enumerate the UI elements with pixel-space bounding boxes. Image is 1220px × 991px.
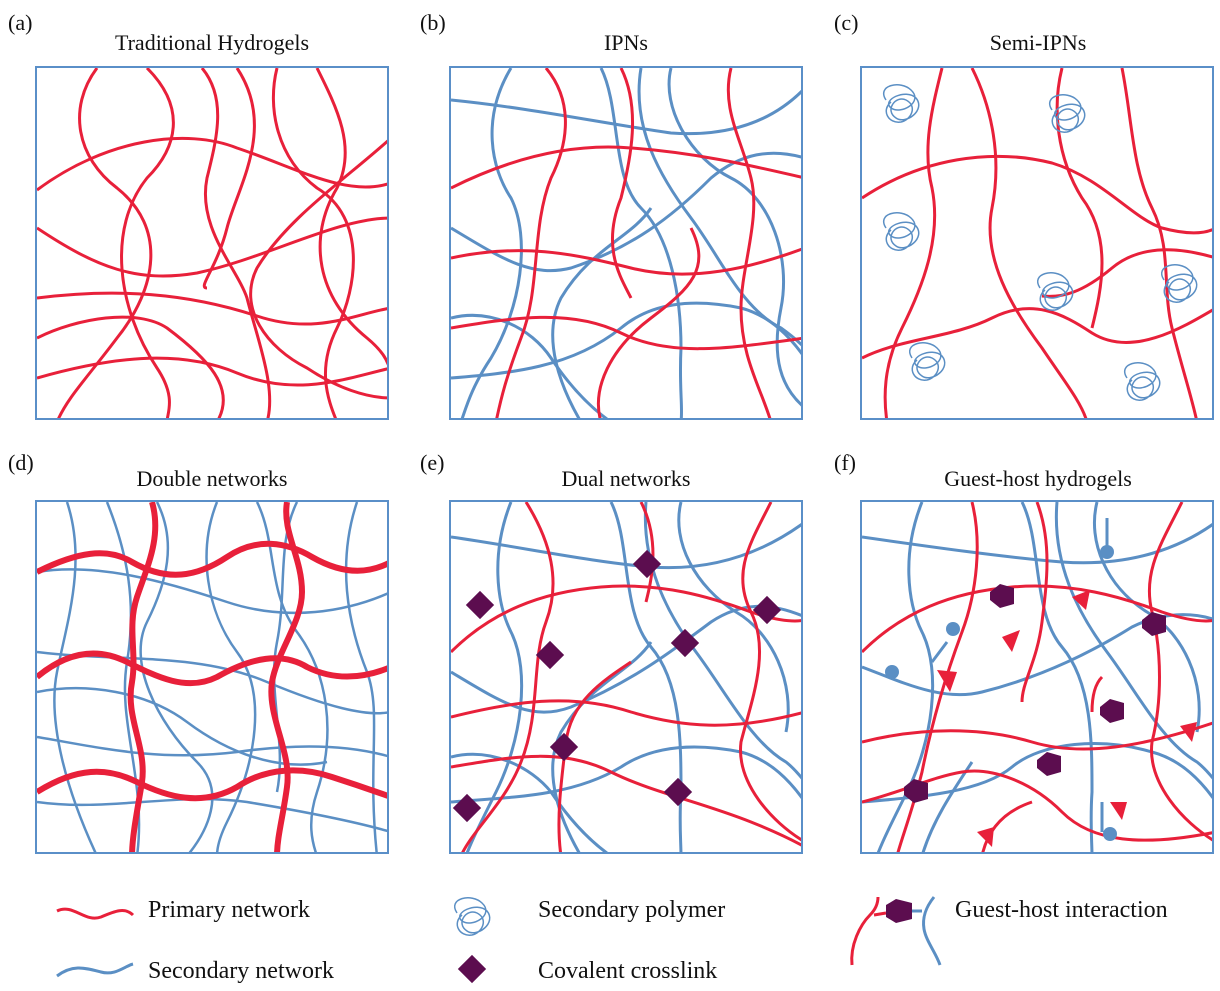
- panel-c-title: Semi-IPNs: [989, 30, 1087, 55]
- secondary-polymer-coils: [883, 84, 1198, 401]
- panel-b-title: IPNs: [603, 30, 648, 55]
- covalent-crosslinks: [452, 549, 782, 823]
- primary-network-legend-icon: [56, 907, 135, 920]
- panel-c-diagram: [862, 68, 1212, 418]
- secondary-polymer-legend-label: Secondary polymer: [538, 897, 726, 923]
- secondary-polymer-legend-icon: [454, 897, 491, 936]
- panel-e-title: Dual networks: [561, 466, 691, 491]
- panel-c-box: [860, 66, 1214, 420]
- panel-e-diagram: [451, 502, 801, 852]
- panel-f-box: [860, 500, 1214, 854]
- primary-network-legend-label: Primary network: [148, 897, 310, 923]
- panel-a-title: Traditional Hydrogels: [114, 30, 310, 55]
- panel-a-box: [35, 66, 389, 420]
- secondary-network-legend-label: Secondary network: [148, 958, 334, 984]
- panel-d-diagram: [37, 502, 387, 852]
- panel-d-title: Double networks: [136, 466, 288, 491]
- panel-b-letter: (b): [420, 10, 446, 35]
- covalent-crosslink-legend-label: Covalent crosslink: [538, 958, 718, 984]
- panel-f-letter: (f): [834, 450, 856, 475]
- panel-d-box: [35, 500, 389, 854]
- panel-e-box: [449, 500, 803, 854]
- panel-e-letter: (e): [420, 450, 445, 475]
- panel-c-letter: (c): [834, 10, 859, 35]
- panel-a-diagram: [37, 68, 387, 418]
- secondary-network-legend-icon: [56, 962, 134, 978]
- panel-b-diagram: [451, 68, 801, 418]
- covalent-crosslink-icon: [457, 954, 487, 984]
- panel-f-title: Guest-host hydrogels: [944, 466, 1132, 491]
- guest-host-pairs: [885, 545, 1197, 847]
- panel-f-diagram: [862, 502, 1212, 852]
- panel-b-box: [449, 66, 803, 420]
- guest-host-interaction-legend-label: Guest-host interaction: [955, 897, 1168, 923]
- panel-a-letter: (a): [8, 10, 33, 35]
- guest-host-interaction-icon: [850, 896, 942, 966]
- panel-d-letter: (d): [8, 450, 34, 475]
